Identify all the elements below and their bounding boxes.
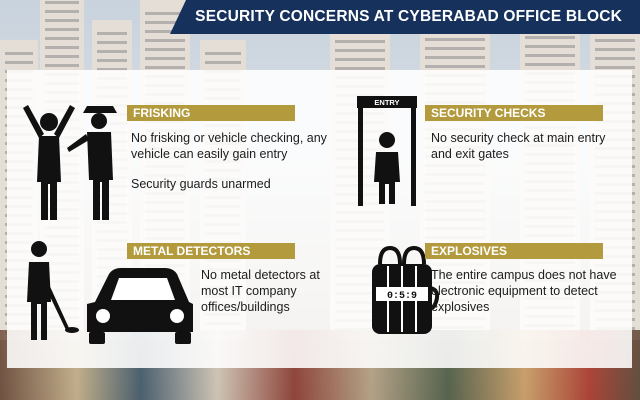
security-checks-text: No security check at main entry and exit… [431,131,606,161]
section-heading: FRISKING [127,105,295,121]
bomb-icon: 0:5:9 [372,245,440,334]
explosives-text: The entire campus does not have electron… [431,268,617,314]
section-heading: EXPLOSIVES [425,243,603,259]
frisking-text-2: Security guards unarmed [131,177,271,191]
section-description: No metal detectors at most IT company of… [201,267,331,315]
section-description: The entire campus does not have electron… [431,267,617,315]
section-description: No security check at main entry and exit… [431,130,611,162]
section-description: No frisking or vehicle checking, any veh… [131,130,327,192]
frisking-text-1: No frisking or vehicle checking, any veh… [131,131,327,161]
metal-detector-car-icon [27,241,193,344]
content-panel: FRISKING No frisking or vehicle checking… [7,70,632,368]
page-title: SECURITY CONCERNS AT CYBERABAD OFFICE BL… [195,8,622,25]
metal-detectors-text: No metal detectors at most IT company of… [201,268,320,314]
security-gate-icon: ENTRY [357,96,417,206]
bomb-timer-label: 0:5:9 [387,291,417,302]
title-banner: SECURITY CONCERNS AT CYBERABAD OFFICE BL… [170,0,640,34]
section-heading: SECURITY CHECKS [425,105,603,121]
gate-entry-label: ENTRY [374,98,399,107]
section-heading: METAL DETECTORS [127,243,295,259]
frisking-people-icon [23,105,117,220]
